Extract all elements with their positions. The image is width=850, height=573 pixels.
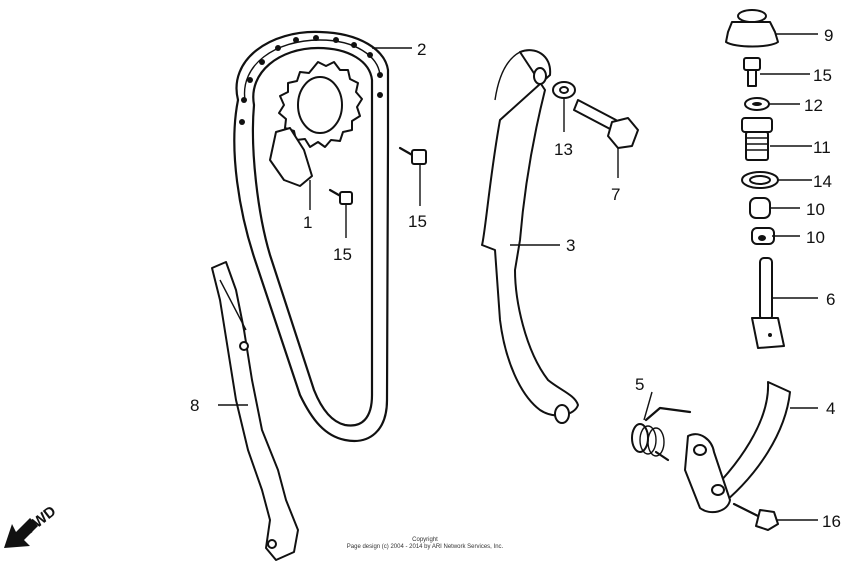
- callout-10-b: 10: [806, 228, 825, 247]
- bolt-15-top: [743, 57, 761, 87]
- callout-15-c: 15: [813, 66, 832, 85]
- callout-15-b: 15: [408, 212, 427, 231]
- callout-5: 5: [635, 375, 644, 394]
- callout-10-a: 10: [806, 200, 825, 219]
- collar-10-a: [749, 197, 771, 219]
- copyright-notice: Copyright Page design (c) 2004 - 2014 by…: [300, 537, 550, 551]
- cam-chain: [233, 30, 390, 443]
- sprocket-bolt: [328, 188, 353, 205]
- callout-7: 7: [611, 185, 620, 204]
- callout-15-a: 15: [333, 245, 352, 264]
- sprocket-bolt-2: [398, 146, 427, 165]
- copyright-line-2: Page design (c) 2004 - 2014 by ARI Netwo…: [346, 544, 504, 550]
- callout-1: 1: [303, 213, 312, 232]
- callout-3: 3: [566, 236, 575, 255]
- callout-4: 4: [826, 399, 835, 418]
- chain-slipper-8: [211, 261, 299, 561]
- callout-11: 11: [813, 138, 831, 157]
- pivot-bolt-7: [573, 99, 639, 149]
- collar-10-b: [751, 227, 775, 245]
- cam-chain-guide: [481, 49, 579, 424]
- callout-numbers: 1 2 3 4 5 6 7 8 9 10 10 11 12 13 14 15 1…: [190, 26, 841, 531]
- callout-16: 16: [822, 512, 841, 531]
- callout-8: 8: [190, 396, 199, 415]
- callout-14: 14: [813, 172, 832, 191]
- lifter-cap-9: [725, 9, 779, 48]
- leader-lines: [218, 33, 818, 521]
- tensioner-arm-4: [684, 381, 791, 514]
- lifter-body-11: [741, 117, 773, 161]
- push-rod-6: [751, 257, 785, 349]
- callout-12: 12: [804, 96, 823, 115]
- callout-2: 2: [417, 40, 426, 59]
- callout-6: 6: [826, 290, 835, 309]
- copyright-line-1: Copyright: [412, 537, 438, 543]
- callout-13: 13: [554, 140, 573, 159]
- washer-13: [552, 81, 576, 99]
- fwd-label: FWD: [22, 503, 60, 538]
- spring-5: [631, 406, 692, 462]
- gasket-14: [741, 171, 779, 189]
- chain-links: [239, 35, 383, 125]
- washer-12: [744, 97, 770, 111]
- bolt-16: [732, 502, 779, 531]
- cam-sprocket: [269, 61, 363, 187]
- fwd-arrow-icon: [4, 518, 38, 548]
- callout-9: 9: [824, 26, 833, 45]
- fwd-direction-marker: FWD: [4, 503, 60, 548]
